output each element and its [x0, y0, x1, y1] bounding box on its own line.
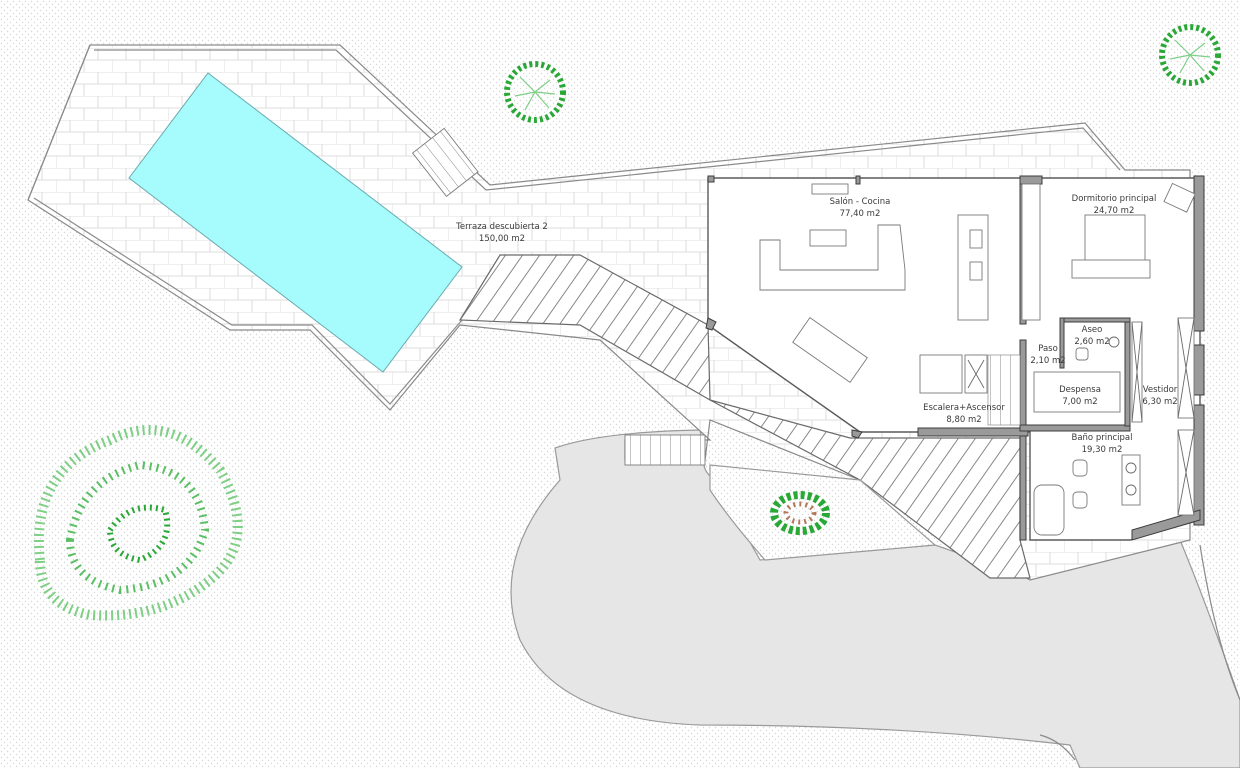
despensa-area: 7,00 m2 — [1062, 397, 1097, 407]
bano-area: 19,30 m2 — [1082, 445, 1123, 455]
aseo-area: 2,60 m2 — [1074, 337, 1109, 347]
tv-unit — [811, 183, 849, 195]
vestidor-area: 6,30 m2 — [1142, 397, 1177, 407]
salon-name: Salón - Cocina — [830, 196, 891, 207]
escalera-area: 8,80 m2 — [946, 415, 981, 425]
sofa — [759, 224, 906, 291]
aseo-name: Aseo — [1082, 325, 1103, 335]
escalera-name: Escalera+Ascensor — [923, 403, 1005, 413]
shrub-icon — [770, 491, 830, 535]
stair-steps — [987, 354, 1021, 426]
terrace-name: Terraza descubierta 2 — [455, 222, 548, 232]
bookshelf — [1021, 183, 1041, 321]
tree-icon — [504, 61, 566, 123]
tree-icon — [1159, 24, 1221, 86]
paso-area: 2,10 m2 — [1030, 356, 1065, 366]
double-sink — [1121, 454, 1141, 506]
terrace-area: 150,00 m2 — [479, 234, 525, 244]
despensa-name: Despensa — [1059, 385, 1101, 395]
armchair — [1163, 182, 1196, 213]
swimming-pool[interactable] — [128, 72, 463, 373]
dining-table — [792, 317, 868, 383]
garden-patch — [709, 464, 937, 561]
toilet — [1072, 459, 1088, 477]
vestidor-name: Vestidor — [1143, 385, 1178, 395]
dormitorio-name: Dormitorio principal — [1072, 194, 1157, 204]
salon-area: 77,40 m2 — [840, 209, 881, 219]
bano-name: Baño principal — [1072, 433, 1133, 443]
hatched-porch — [458, 254, 1031, 579]
elevator — [919, 354, 963, 394]
dormitorio-area: 24,70 m2 — [1094, 206, 1135, 216]
hedge-icon — [33, 425, 243, 621]
bathtub — [1033, 484, 1065, 536]
bidet — [1072, 491, 1088, 509]
pool-stair — [411, 127, 479, 198]
coffee-table — [809, 229, 847, 247]
lower-stair — [624, 434, 706, 466]
pantry-shelves — [1033, 371, 1121, 413]
paso-name: Paso — [1038, 344, 1058, 354]
